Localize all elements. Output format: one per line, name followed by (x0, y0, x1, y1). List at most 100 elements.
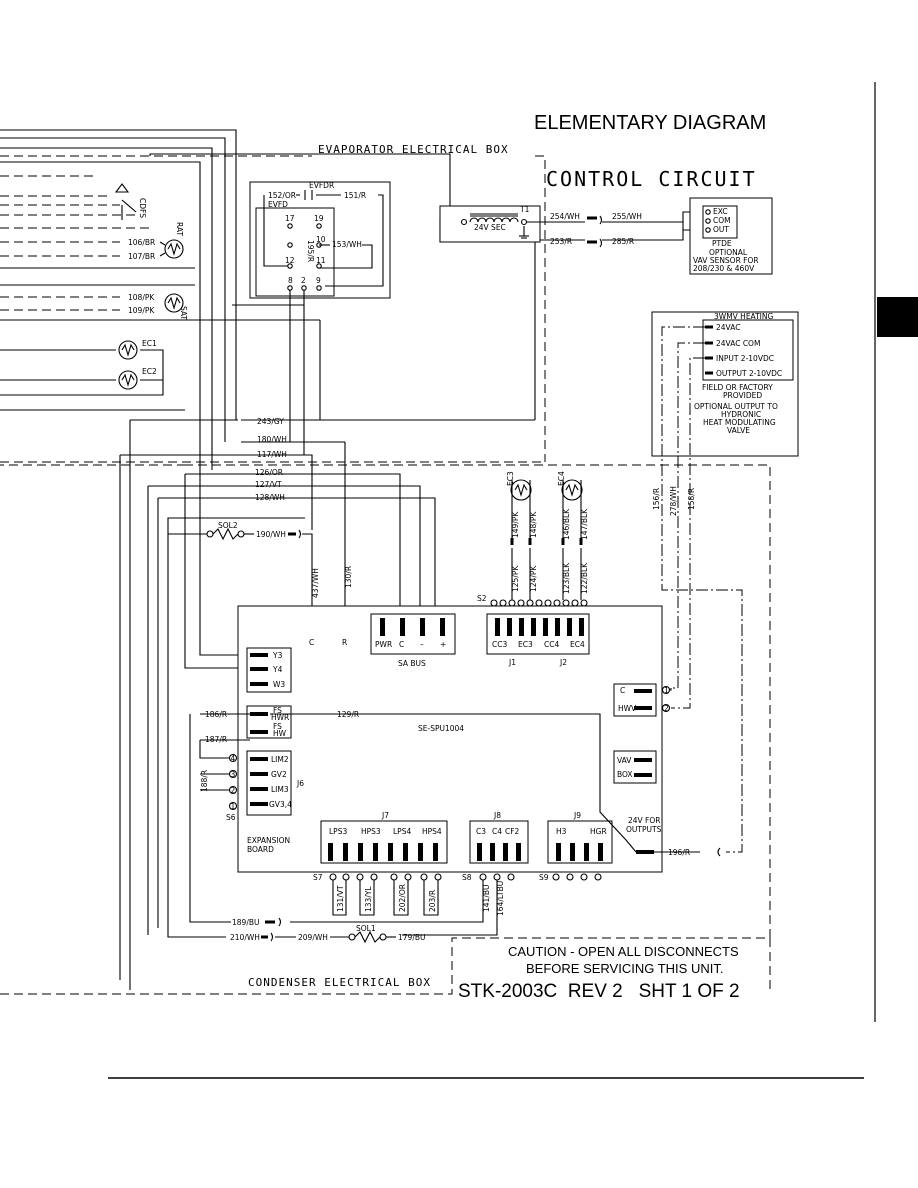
j6-wire-terminals-icon: 4 3 2 1 (228, 753, 238, 811)
board-c-label: C (309, 638, 314, 647)
evfd-box: EVFD EVFDR 152/OR 151/R 17 19 10 12 11 8… (232, 181, 391, 320)
ptde-sensor: EXC COM OUT PTDE OPTIONAL VAV SENSOR FOR… (689, 197, 773, 275)
heating-valve-box: 3WMV HEATING 24VAC 24VAC COM INPUT 2-10V… (651, 311, 799, 457)
bottom-terminals-icon (329, 873, 602, 881)
j9-label: J9 (573, 811, 581, 820)
wire-109-label: 109/PK (128, 306, 155, 315)
wire-253-label: 253/R (550, 237, 572, 246)
wire-123-label: 123/BLK (562, 562, 571, 594)
j8-connector: C3 C4 CF2 J8 (469, 811, 529, 864)
wire-107-label: 107/BR (128, 252, 155, 261)
j7-connector: LPS3 HPS3 LPS4 HPS4 J7 (320, 811, 448, 864)
wire-203-label: 203/R (428, 890, 437, 912)
ec2-label: EC2 (142, 367, 157, 376)
board-model: SE-SPU1004 (418, 724, 464, 733)
fs-hw-2: HW (273, 729, 287, 738)
t1-label: T1 (519, 205, 530, 214)
heating-pin-24vac-com: 24VAC COM (716, 339, 760, 348)
wire-153-label: 153/WH (332, 240, 362, 249)
svg-text:4: 4 (231, 754, 236, 763)
sa-pin-c: C (399, 640, 404, 649)
evap-to-board-wires (119, 153, 540, 990)
sol2-solenoid-icon: SOL2 (206, 521, 245, 541)
wire-148-label: 148/PK (529, 511, 538, 538)
j6-label: J6 (296, 779, 304, 788)
term-11: 11 (316, 256, 326, 265)
wire-210-label: 210/WH (230, 933, 260, 942)
ec4-sensor-icon: EC4 (557, 471, 583, 501)
wire-117-label: 117/WH (257, 450, 287, 459)
ec3-label: EC3 (506, 471, 515, 486)
vav-box-block: VAV BOX (613, 750, 657, 784)
control-circuit-title: CONTROL CIRCUIT (546, 167, 757, 191)
wire-179-label: 179/BU (398, 933, 425, 942)
evfdr-contact-icon (304, 190, 313, 200)
j-pin-ec3: EC3 (518, 640, 533, 649)
wire-106-label: 106/BR (128, 238, 155, 247)
svg-text:1: 1 (231, 802, 236, 811)
expansion-board-label-2: BOARD (247, 845, 274, 854)
ptde-note-2: VAV SENSOR FOR (693, 256, 759, 265)
fs-hwr-2: HWR (271, 713, 289, 722)
wire-146-label: 146/BLK (562, 508, 571, 540)
term-9: 9 (316, 276, 321, 285)
board-r-label: R (342, 638, 347, 647)
s7-label: S7 (313, 873, 323, 882)
evaporator-box-top-r (535, 155, 546, 462)
wire-180-label: 180/WH (257, 435, 287, 444)
wire-188-label: 188/R (200, 770, 209, 792)
c-hwv-hwv: HWV (618, 704, 637, 713)
wire-131-label: 131/VT (336, 885, 345, 912)
wire-147-label: 147/BLK (580, 508, 589, 540)
j9-h3: H3 (556, 827, 567, 836)
svg-text:3: 3 (231, 770, 236, 779)
wire-196-label: 196/R (668, 848, 690, 857)
term-12: 12 (285, 256, 295, 265)
wire-156-label: 156/R (652, 488, 661, 510)
evfdr-label: EVFDR (309, 181, 334, 190)
controller-board: C R PWR C – + SA BUS CC3 EC3 (226, 605, 671, 873)
evap-box-label: EVAPORATOR ELECTRICAL BOX (318, 143, 509, 156)
j7-label: J7 (381, 811, 389, 820)
rat-sensor-icon: RAT (159, 222, 184, 259)
wire-122-label: 122/BLK (580, 562, 589, 594)
wire-130-label: 130/R (344, 566, 353, 588)
j-pin-cc4: CC4 (544, 640, 559, 649)
bottom-wires (290, 880, 498, 936)
wire-108-label: 108/PK (128, 293, 155, 302)
out24-label-2: OUTPUTS (626, 825, 662, 834)
j9-hgr: HGR (590, 827, 607, 836)
ec1-sensor-icon (118, 340, 138, 360)
sol2-label: SOL2 (218, 521, 238, 530)
term-2: 2 (301, 276, 306, 285)
j6-lim3: LIM3 (271, 785, 289, 794)
ptde-pin-exc: EXC (713, 207, 728, 216)
fs-hwr-1: FS (273, 706, 282, 715)
j1-j2-connector: CC3 EC3 CC4 EC4 J1 J2 (486, 613, 590, 667)
wire-187-label: 187/R (205, 735, 227, 744)
sol1-solenoid-icon: SOL1 (348, 924, 387, 944)
wire-124-label: 124/PK (529, 565, 538, 592)
wire-278-label: 278/WH (669, 486, 678, 516)
s8-label: S8 (462, 873, 472, 882)
j7-hps3: HPS3 (361, 827, 381, 836)
j8-c4: C4 (492, 827, 502, 836)
j6-gv34: GV3,4 (269, 800, 292, 809)
term-19: 19 (314, 214, 324, 223)
term-8: 8 (288, 276, 293, 285)
j8-cf2: CF2 (505, 827, 520, 836)
ptde-note-3: 208/230 & 460V (693, 264, 755, 273)
ground-icon (519, 226, 529, 239)
j8-label: J8 (493, 811, 501, 820)
vav-label: VAV (617, 756, 632, 765)
svg-text:2: 2 (231, 786, 236, 795)
wire-127-label: 127/VT (255, 480, 282, 489)
ec4-label: EC4 (557, 471, 566, 486)
j1-label: J1 (508, 658, 516, 667)
wire-285-label: 285/R (612, 237, 634, 246)
wire-152-label: 152/OR (268, 191, 296, 200)
document-id: STK-2003C REV 2 SHT 1 OF 2 (458, 981, 740, 1002)
caution-line-2: BEFORE SERVICING THIS UNIT. (526, 961, 723, 976)
wire-164-label: 164/LTBU (496, 881, 505, 916)
